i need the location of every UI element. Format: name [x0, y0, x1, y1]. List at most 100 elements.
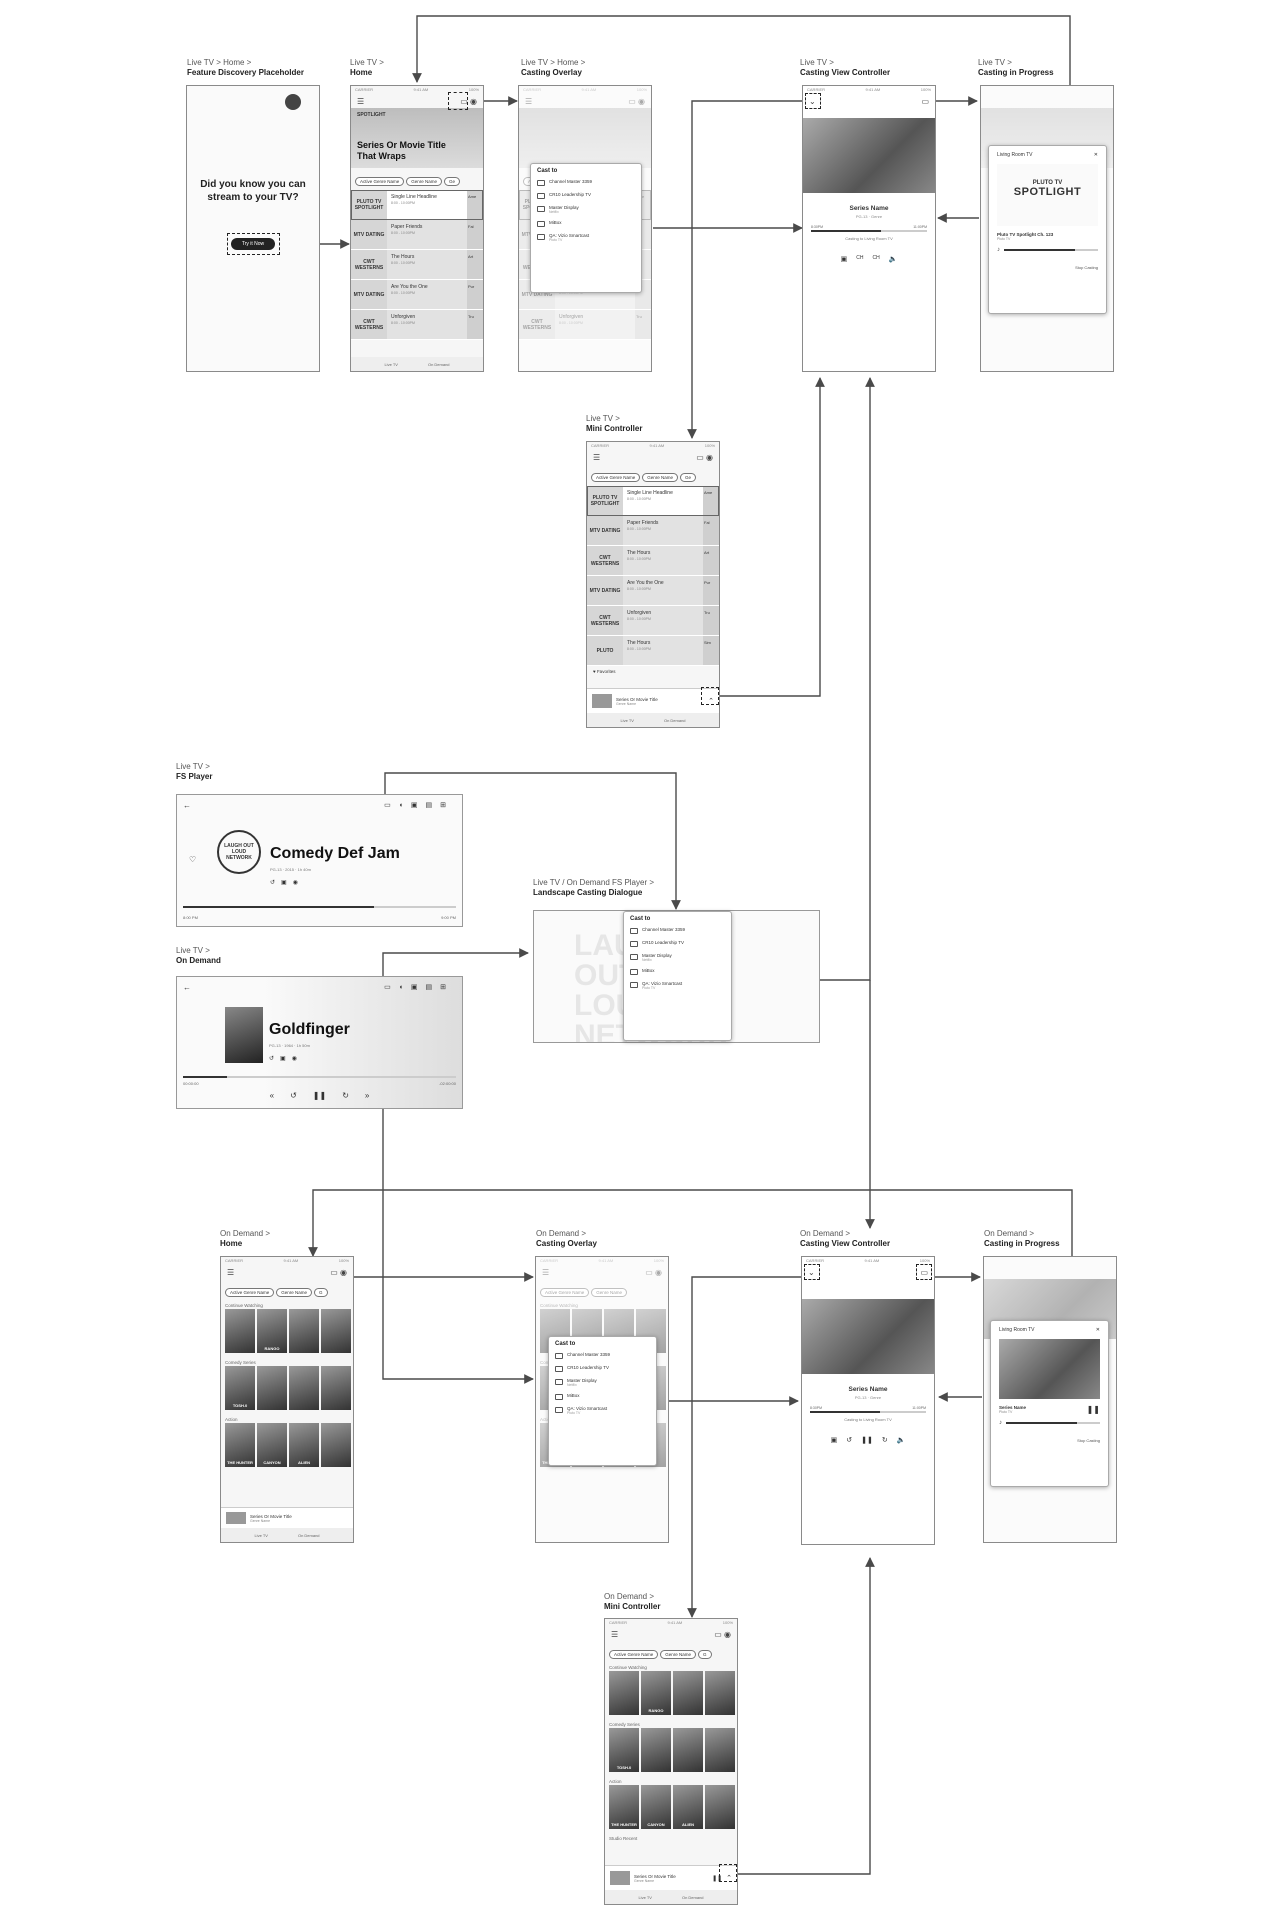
channel-name: Pluto TV Spotlight Ch. 123 — [989, 226, 1106, 237]
chip-genre[interactable]: Ge — [444, 177, 460, 186]
cast-device-item[interactable]: CR10 Leadership TV — [531, 189, 641, 202]
poster-tile[interactable] — [705, 1671, 735, 1715]
poster-tile[interactable] — [705, 1728, 735, 1772]
stop-casting-button[interactable]: Stop Casting — [989, 259, 1106, 276]
tab-live[interactable]: Live TV — [384, 362, 398, 367]
poster-tile[interactable] — [321, 1309, 351, 1353]
poster-tile[interactable] — [321, 1366, 351, 1410]
heart-icon[interactable]: ♡ — [189, 855, 196, 864]
channel-guide: PLUTO TV SPOTLIGHT Single Line Headline8… — [351, 190, 483, 340]
channel-down-button[interactable]: CH — [872, 255, 879, 263]
poster-tile[interactable] — [673, 1728, 703, 1772]
poster-tile[interactable]: CANYON — [257, 1423, 287, 1467]
poster-tile[interactable]: TOSH.0 — [609, 1728, 639, 1772]
poster-tile[interactable]: ALIEN — [673, 1785, 703, 1829]
cast-device-item[interactable]: CR10 Leadership TV — [549, 1362, 656, 1375]
back-arrow-icon[interactable]: ← — [183, 801, 191, 810]
player-actions[interactable]: ↺▣◉ — [269, 1055, 303, 1062]
hero-banner[interactable]: SPOTLIGHT Series Or Movie Title That Wra… — [351, 108, 483, 168]
cast-device-item[interactable]: Channel Master 3359 — [624, 924, 731, 937]
stop-casting-button[interactable]: Stop Casting — [991, 1432, 1108, 1449]
poster-tile[interactable] — [289, 1309, 319, 1353]
cast-device-item[interactable]: MiBox — [549, 1390, 656, 1403]
player-actions[interactable]: ↺▣◉ — [270, 879, 304, 886]
cast-icon[interactable]: ▭ — [921, 97, 929, 106]
volume-slider[interactable] — [1004, 249, 1098, 251]
cast-device-item[interactable]: MiBox — [531, 217, 641, 230]
cast-device-item[interactable]: Channel Master 3359 — [549, 1349, 656, 1362]
channel-up-button[interactable]: CH — [856, 255, 863, 263]
poster-tile[interactable] — [641, 1728, 671, 1772]
channel-logo: PLUTO — [587, 636, 623, 665]
tab-ondemand[interactable]: On Demand — [428, 362, 450, 367]
playback-controls[interactable]: «↺❚❚↻» — [177, 1091, 462, 1100]
captions-icon[interactable]: ▣ — [841, 255, 848, 263]
poster-tile[interactable] — [673, 1671, 703, 1715]
playback-progress[interactable] — [183, 906, 456, 908]
poster-tile[interactable]: CANYON — [641, 1785, 671, 1829]
close-icon[interactable]: ✕ — [1094, 152, 1098, 158]
poster-tile[interactable]: ALIEN — [289, 1423, 319, 1467]
player-toolbar-icons[interactable]: ▭◖▣▤⊞ — [384, 983, 454, 991]
playback-progress[interactable] — [183, 1076, 456, 1078]
poster-tile[interactable] — [289, 1366, 319, 1410]
poster-tile[interactable]: THE HUNTER — [225, 1423, 255, 1467]
poster-tile[interactable]: TOSH.0 — [225, 1366, 255, 1410]
playback-controls[interactable]: ▣↺❚❚↻🔈 — [802, 1436, 934, 1444]
poster-tile[interactable] — [225, 1309, 255, 1353]
profile-icon[interactable]: ◉ — [470, 97, 477, 106]
poster-tile[interactable] — [321, 1423, 351, 1467]
progress-bar[interactable] — [811, 230, 927, 232]
menu-icon[interactable]: ☰ — [357, 97, 364, 106]
chip-genre[interactable]: Genre Name — [406, 177, 442, 186]
label-od-casting-overlay: On Demand >Casting Overlay — [536, 1229, 597, 1249]
pause-button[interactable]: ❚❚ — [1087, 1405, 1100, 1414]
channel-artwork: PLUTO TV SPOTLIGHT — [997, 164, 1098, 226]
player-toolbar-icons[interactable]: ▭◖▣▤⊞ — [384, 801, 454, 809]
chip-active-genre[interactable]: Active Genre Name — [355, 177, 404, 186]
hero-title: Series Or Movie Title That Wraps — [357, 140, 457, 162]
poster-tile[interactable] — [609, 1671, 639, 1715]
poster-tile[interactable]: THE HUNTER — [609, 1785, 639, 1829]
volume-icon[interactable]: 🔈 — [889, 255, 898, 263]
volume-slider[interactable] — [1006, 1422, 1100, 1424]
back-arrow-icon[interactable]: ← — [183, 983, 191, 992]
poster-tile[interactable]: RANGO — [257, 1309, 287, 1353]
poster-tile[interactable]: RANGO — [641, 1671, 671, 1715]
next-program: Art — [467, 250, 483, 279]
cast-device-item[interactable]: MiBox — [624, 965, 731, 978]
landscape-cast-dialog: Cast toChannel Master 3359CR10 Leadershi… — [623, 911, 732, 1041]
movie-poster — [225, 1007, 263, 1063]
program-info: Paper Friends8:00 - 10:00PM — [387, 220, 467, 249]
channel-logo: CWT WESTERNS — [587, 546, 623, 575]
cast-device-item[interactable]: Channel Master 3359 — [531, 176, 641, 189]
section-title: Comedy Series — [221, 1358, 353, 1366]
cast-icon-spotlight[interactable] — [285, 94, 301, 110]
progress-bar[interactable] — [810, 1411, 926, 1413]
close-icon[interactable]: ✕ — [1096, 1327, 1100, 1333]
cast-device-item[interactable]: CR10 Leadership TV — [624, 937, 731, 950]
poster-tile[interactable] — [257, 1366, 287, 1410]
poster-tile[interactable] — [705, 1785, 735, 1829]
